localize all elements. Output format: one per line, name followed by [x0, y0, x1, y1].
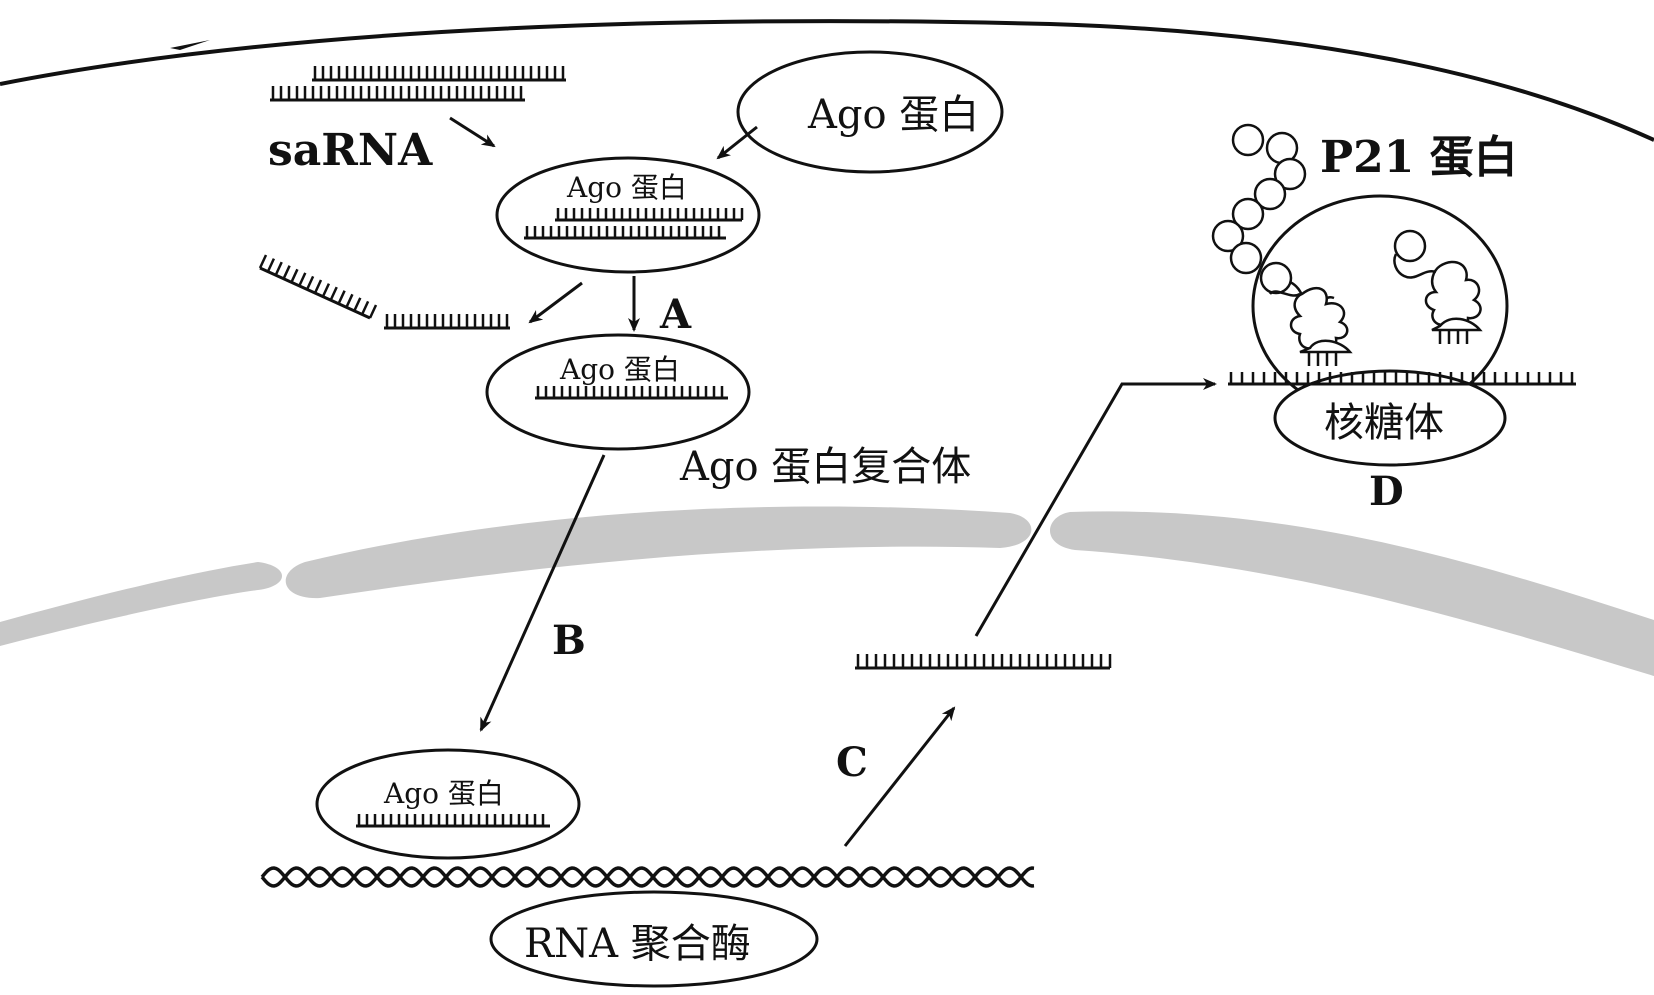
ago-complex-caption: Ago 蛋白复合体 — [679, 444, 971, 490]
ago-sarna-complex — [495, 156, 761, 274]
arrow-step-b — [479, 454, 606, 732]
dna-helix — [260, 866, 1035, 888]
trna-left — [1269, 286, 1353, 366]
ago-complex-label-1: Ago 蛋白 — [566, 171, 687, 204]
step-d-label: D — [1369, 468, 1404, 515]
ribosome-label: 核糖体 — [1324, 400, 1444, 446]
arrow-step-c — [843, 706, 956, 847]
sarna-duplex — [270, 66, 566, 102]
rna-polymerase-label: RNA 聚合酶 — [524, 921, 751, 967]
ago-protein-free — [736, 50, 1004, 174]
trna-right — [1393, 229, 1483, 344]
p21-peptide-chain — [1211, 123, 1335, 308]
cell-membrane — [0, 19, 1654, 142]
complex-duplex-strands — [524, 208, 744, 240]
nuclear-envelope-left — [0, 562, 282, 646]
ago-at-dna-label: Ago 蛋白 — [383, 777, 504, 810]
ago-at-dna — [315, 748, 581, 860]
sarna-label: saRNA — [268, 125, 433, 176]
step-b-label: B — [552, 617, 586, 664]
ago-protein-label: Ago 蛋白 — [807, 92, 979, 138]
arrow-mrna-export — [974, 378, 1217, 637]
arrow-sarna-to-complex — [449, 116, 496, 148]
nuclear-envelope-right — [1050, 511, 1654, 676]
ribosome-mrna — [1228, 372, 1576, 386]
arrow-ago-to-complex — [716, 125, 758, 160]
step-a-label: A — [659, 291, 692, 338]
arrow-strand-release — [528, 281, 583, 324]
nuclear-envelope-middle — [285, 506, 1032, 599]
released-strand-flat — [384, 314, 510, 330]
ago-at-dna-strand — [356, 814, 550, 828]
cell-membrane-notch — [170, 40, 210, 50]
ribosome-small-subunit — [1273, 369, 1507, 467]
step-c-label: C — [836, 739, 868, 786]
complex-single-strand — [535, 386, 728, 400]
released-strand-diagonal — [258, 254, 378, 320]
ago-complex-label-2: Ago 蛋白 — [559, 353, 680, 386]
rna-polymerase — [489, 890, 819, 988]
mrna-nucleus — [855, 654, 1112, 670]
p21-protein-label: P21 蛋白 — [1320, 132, 1518, 183]
